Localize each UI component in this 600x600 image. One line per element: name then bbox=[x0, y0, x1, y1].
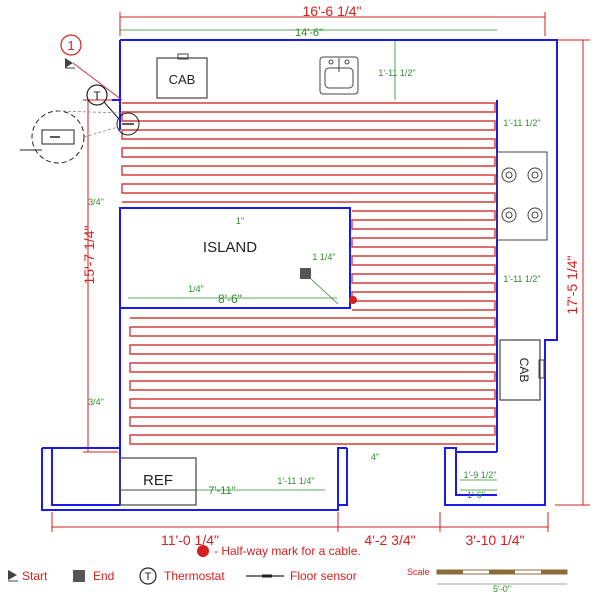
dim-right-height: 17'-5 1/4" bbox=[564, 255, 580, 314]
dim-island-gap-bottom: 1/4" bbox=[188, 284, 204, 294]
floor-sensor-circle bbox=[116, 112, 140, 136]
cab-right-label: CAB bbox=[517, 358, 531, 383]
start-number-circle bbox=[60, 34, 82, 56]
dim-ref-width: 7'-11" bbox=[208, 485, 235, 497]
cable-zone-right-of-island bbox=[351, 210, 496, 311]
dim-right-bottom-b: 1'-6" bbox=[467, 490, 485, 500]
fixtures: CAB CAB REF ISLAND bbox=[119, 53, 548, 506]
dim-top-total: 16'-6 1/4" bbox=[302, 3, 361, 19]
dim-left-gap-top: 3/4" bbox=[88, 197, 104, 207]
dim-bottom-left: 11'-0 1/4" bbox=[161, 532, 219, 548]
cab-top-label: CAB bbox=[169, 72, 196, 87]
dim-top-right-a: 1'-11 1/2" bbox=[378, 68, 415, 78]
thermostat-symbol: T bbox=[93, 89, 101, 103]
ref-label: REF bbox=[143, 472, 173, 489]
scale-bar bbox=[436, 569, 568, 585]
thermostat-legend-icon bbox=[139, 567, 157, 585]
cable-zone-top bbox=[121, 102, 496, 203]
thermostat-icon bbox=[86, 84, 108, 106]
start-thermostat-sensor: 1 T bbox=[20, 34, 140, 164]
dim-island-width: 8'-6" bbox=[218, 292, 242, 306]
thermostat-legend-symbol: T bbox=[145, 571, 152, 583]
end-legend-text: End bbox=[93, 569, 114, 583]
refrigerator bbox=[119, 457, 197, 506]
dim-bottom-right: 3'-10 1/4" bbox=[465, 532, 524, 548]
start-legend-icon bbox=[8, 570, 17, 580]
start-number: 1 bbox=[67, 38, 74, 53]
dim-island-gap-right: 1 1/4" bbox=[312, 252, 335, 262]
heating-cable-runs bbox=[121, 102, 496, 445]
halfway-marker bbox=[349, 296, 357, 304]
cable-zone-bottom bbox=[129, 317, 496, 445]
start-legend-text: Start bbox=[22, 569, 48, 583]
dim-right-middle: 1'-11 1/2" bbox=[503, 274, 540, 284]
cabinet-right bbox=[499, 339, 541, 401]
legend: - Half-way mark for a cable. Start End T… bbox=[8, 544, 568, 594]
sink-icon bbox=[319, 56, 359, 95]
green-dimension-lines bbox=[120, 29, 498, 491]
stove-icon bbox=[496, 151, 548, 241]
sensor-legend-text: Floor sensor bbox=[290, 569, 357, 583]
dim-bottom-middle: 4'-2 3/4" bbox=[364, 532, 415, 548]
halfway-legend-icon bbox=[197, 545, 209, 557]
cabinet-top bbox=[156, 57, 208, 99]
dim-ref-gap: 1'-11 1/4" bbox=[277, 476, 314, 486]
room-walls bbox=[41, 39, 558, 511]
end-legend-icon bbox=[73, 570, 85, 582]
dim-top-inner: 14'-6" bbox=[295, 27, 323, 39]
end-marker bbox=[300, 268, 311, 279]
red-dimension-lines bbox=[51, 12, 590, 532]
halfway-legend-text: - Half-way mark for a cable. bbox=[214, 544, 361, 558]
island-label: ISLAND bbox=[203, 239, 257, 256]
dim-island-gap-top: 1" bbox=[236, 216, 244, 226]
thermostat-legend-text: Thermostat bbox=[164, 569, 225, 583]
dim-bottom-gap: 4" bbox=[371, 452, 379, 462]
dim-right-bottom-a: 1'-9 1/2" bbox=[464, 470, 497, 480]
start-icon bbox=[65, 58, 73, 68]
dim-top-right-b: 1'-11 1/2" bbox=[503, 118, 540, 128]
scale-label: Scale bbox=[407, 567, 430, 577]
scale-value: 5'-0" bbox=[493, 584, 511, 594]
dim-left-height: 15'-7 1/4" bbox=[81, 225, 97, 284]
dim-left-gap-bottom: 3/4" bbox=[88, 397, 104, 407]
